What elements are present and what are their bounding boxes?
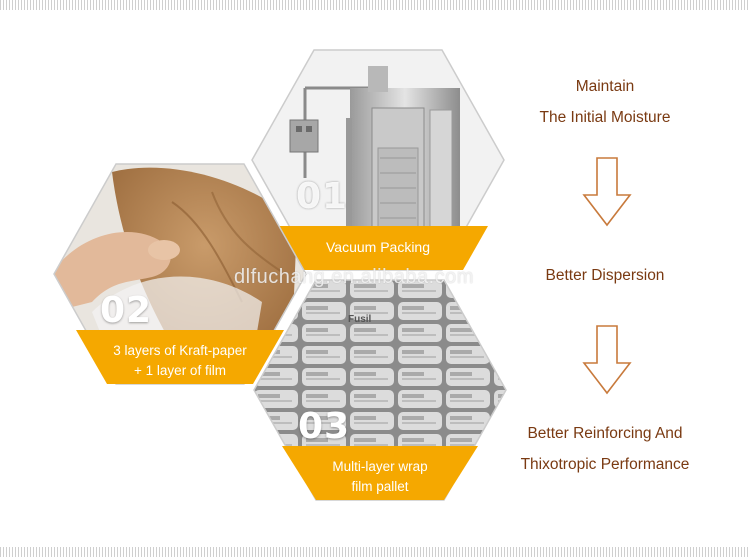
kraft-paper-panel: 02 3 layers of Kraft-paper + 1 layer of … [52,162,308,386]
vacuum-packing-hexagon [251,49,505,271]
down-arrow-icon-2 [582,325,632,395]
top-stripe-border [0,0,750,10]
bag-label: Fusil [348,314,372,325]
benefit-maintain-line2: The Initial Moisture [539,109,671,126]
benefit-reinforcing-line1: Better Reinforcing And [527,425,683,442]
benefit-reinforcing-line2: Thixotropic Performance [520,456,690,473]
vacuum-caption-band [268,226,488,270]
kraft-caption-line1: 3 layers of Kraft-paper [113,343,247,358]
panel-number-01: 01 [296,176,349,217]
kraft-paper-hexagon [53,163,307,385]
pallet-panel: Fusil 03 Multi-layer wrap film pallet [252,278,508,502]
pallet-caption-line2: film pallet [351,479,409,494]
kraft-caption-line2: + 1 layer of film [134,363,226,378]
panel-number-03: 03 [298,406,351,447]
pallet-caption-band [282,446,478,500]
watermark-text: dlfuchang.en.alibaba.com [234,266,474,288]
pallet-caption-line1: Multi-layer wrap [332,459,428,474]
bottom-stripe-border [0,547,750,557]
benefit-maintain-line1: Maintain [575,78,635,95]
benefit-dispersion: Better Dispersion [545,267,665,284]
panel-number-02: 02 [100,290,153,331]
kraft-caption-band [76,330,284,384]
down-arrow-icon-1 [582,157,632,227]
pallet-hexagon [253,279,507,501]
vacuum-packing-caption: Vacuum Packing [325,239,430,255]
vacuum-packing-panel: 01 Vacuum Packing [250,48,506,272]
